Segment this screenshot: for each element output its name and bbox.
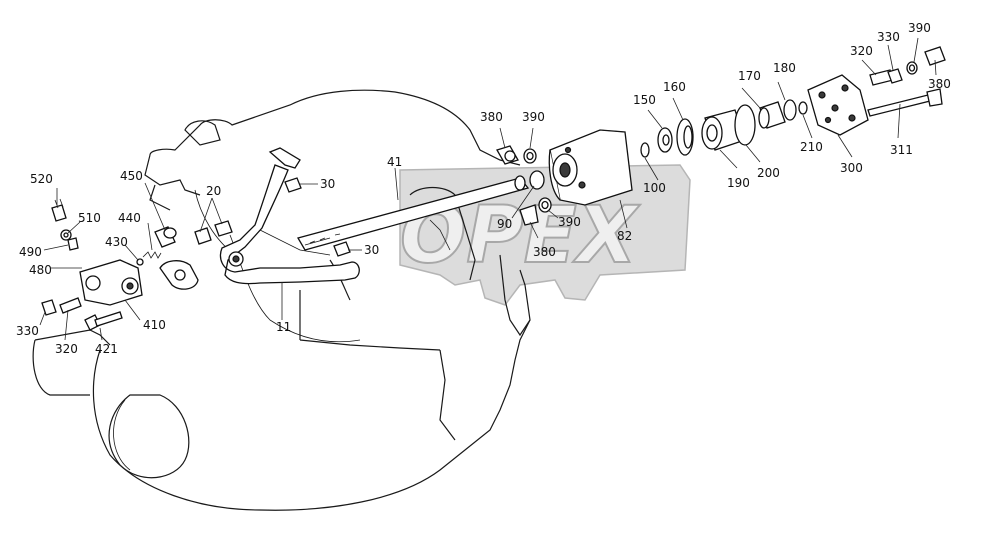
callout-390c: 390 xyxy=(908,21,931,35)
callout-180: 180 xyxy=(773,61,796,75)
callout-200: 200 xyxy=(757,166,780,180)
callout-440: 440 xyxy=(118,211,141,225)
stud-320a xyxy=(59,297,82,314)
switch-520 xyxy=(51,198,67,222)
snap-ring-210 xyxy=(798,101,808,115)
callout-490: 490 xyxy=(19,245,42,259)
callout-30a: 30 xyxy=(320,177,335,191)
oring-90 xyxy=(529,170,545,190)
callout-41: 41 xyxy=(387,155,402,169)
callout-520: 520 xyxy=(30,172,53,186)
callout-380b: 380 xyxy=(533,245,556,259)
leader-lines xyxy=(39,37,937,341)
bolt-421 xyxy=(84,311,123,331)
callout-150: 150 xyxy=(633,93,656,107)
callout-90: 90 xyxy=(497,217,512,231)
callout-20: 20 xyxy=(206,184,221,198)
valve-body-480 xyxy=(79,259,143,306)
callout-190: 190 xyxy=(727,176,750,190)
oring-100 xyxy=(640,142,650,158)
callout-410: 410 xyxy=(143,318,166,332)
callout-210: 210 xyxy=(800,140,823,154)
callout-450: 450 xyxy=(120,169,143,183)
cylinder-block-82 xyxy=(548,129,633,206)
callout-390b: 390 xyxy=(558,215,581,229)
callout-430: 430 xyxy=(105,235,128,249)
callout-300: 300 xyxy=(840,161,863,175)
piston-170 xyxy=(758,101,786,129)
fitting-380a xyxy=(496,145,519,165)
bolt-311 xyxy=(867,88,943,117)
callout-311: 311 xyxy=(890,143,913,157)
callout-330a: 330 xyxy=(16,324,39,338)
seal-160 xyxy=(676,118,694,156)
nut-330a xyxy=(41,299,57,316)
washer-390a xyxy=(523,148,537,164)
callout-82: 82 xyxy=(617,229,632,243)
callout-421: 421 xyxy=(95,342,118,356)
plug-450 xyxy=(154,226,177,248)
pin-30a xyxy=(284,177,302,193)
bolt-20 xyxy=(194,220,233,245)
shift-rail-41 xyxy=(297,175,530,251)
cover-300 xyxy=(807,74,869,136)
callout-170: 170 xyxy=(738,69,761,83)
piston-150 xyxy=(657,127,673,153)
fitting-380c xyxy=(924,46,946,66)
callout-330b: 330 xyxy=(877,30,900,44)
pin-490 xyxy=(67,237,79,251)
callout-510: 510 xyxy=(78,211,101,225)
callout-380a: 380 xyxy=(480,110,503,124)
callout-labels: 520 510 490 480 450 440 430 410 330 320 … xyxy=(16,21,951,356)
gasket-410 xyxy=(159,260,199,290)
callout-480: 480 xyxy=(29,263,52,277)
callout-390a: 390 xyxy=(522,110,545,124)
callout-380c: 380 xyxy=(928,77,951,91)
pin-30b xyxy=(333,241,351,257)
spring-440 xyxy=(142,251,162,259)
nut-330b xyxy=(887,68,903,84)
washer-390c xyxy=(906,61,918,75)
washer-390b xyxy=(538,197,552,213)
callout-160: 160 xyxy=(663,80,686,94)
callout-320a: 320 xyxy=(55,342,78,356)
oring-180 xyxy=(783,99,797,121)
ball-430 xyxy=(136,258,144,266)
oring-200 xyxy=(734,104,756,146)
callout-11: 11 xyxy=(276,320,291,334)
callout-100: 100 xyxy=(643,181,666,195)
fitting-380b xyxy=(519,204,539,226)
gearbox-housing xyxy=(32,89,531,511)
callout-30b: 30 xyxy=(364,243,379,257)
callout-320b: 320 xyxy=(850,44,873,58)
shift-fork-11 xyxy=(219,147,360,285)
